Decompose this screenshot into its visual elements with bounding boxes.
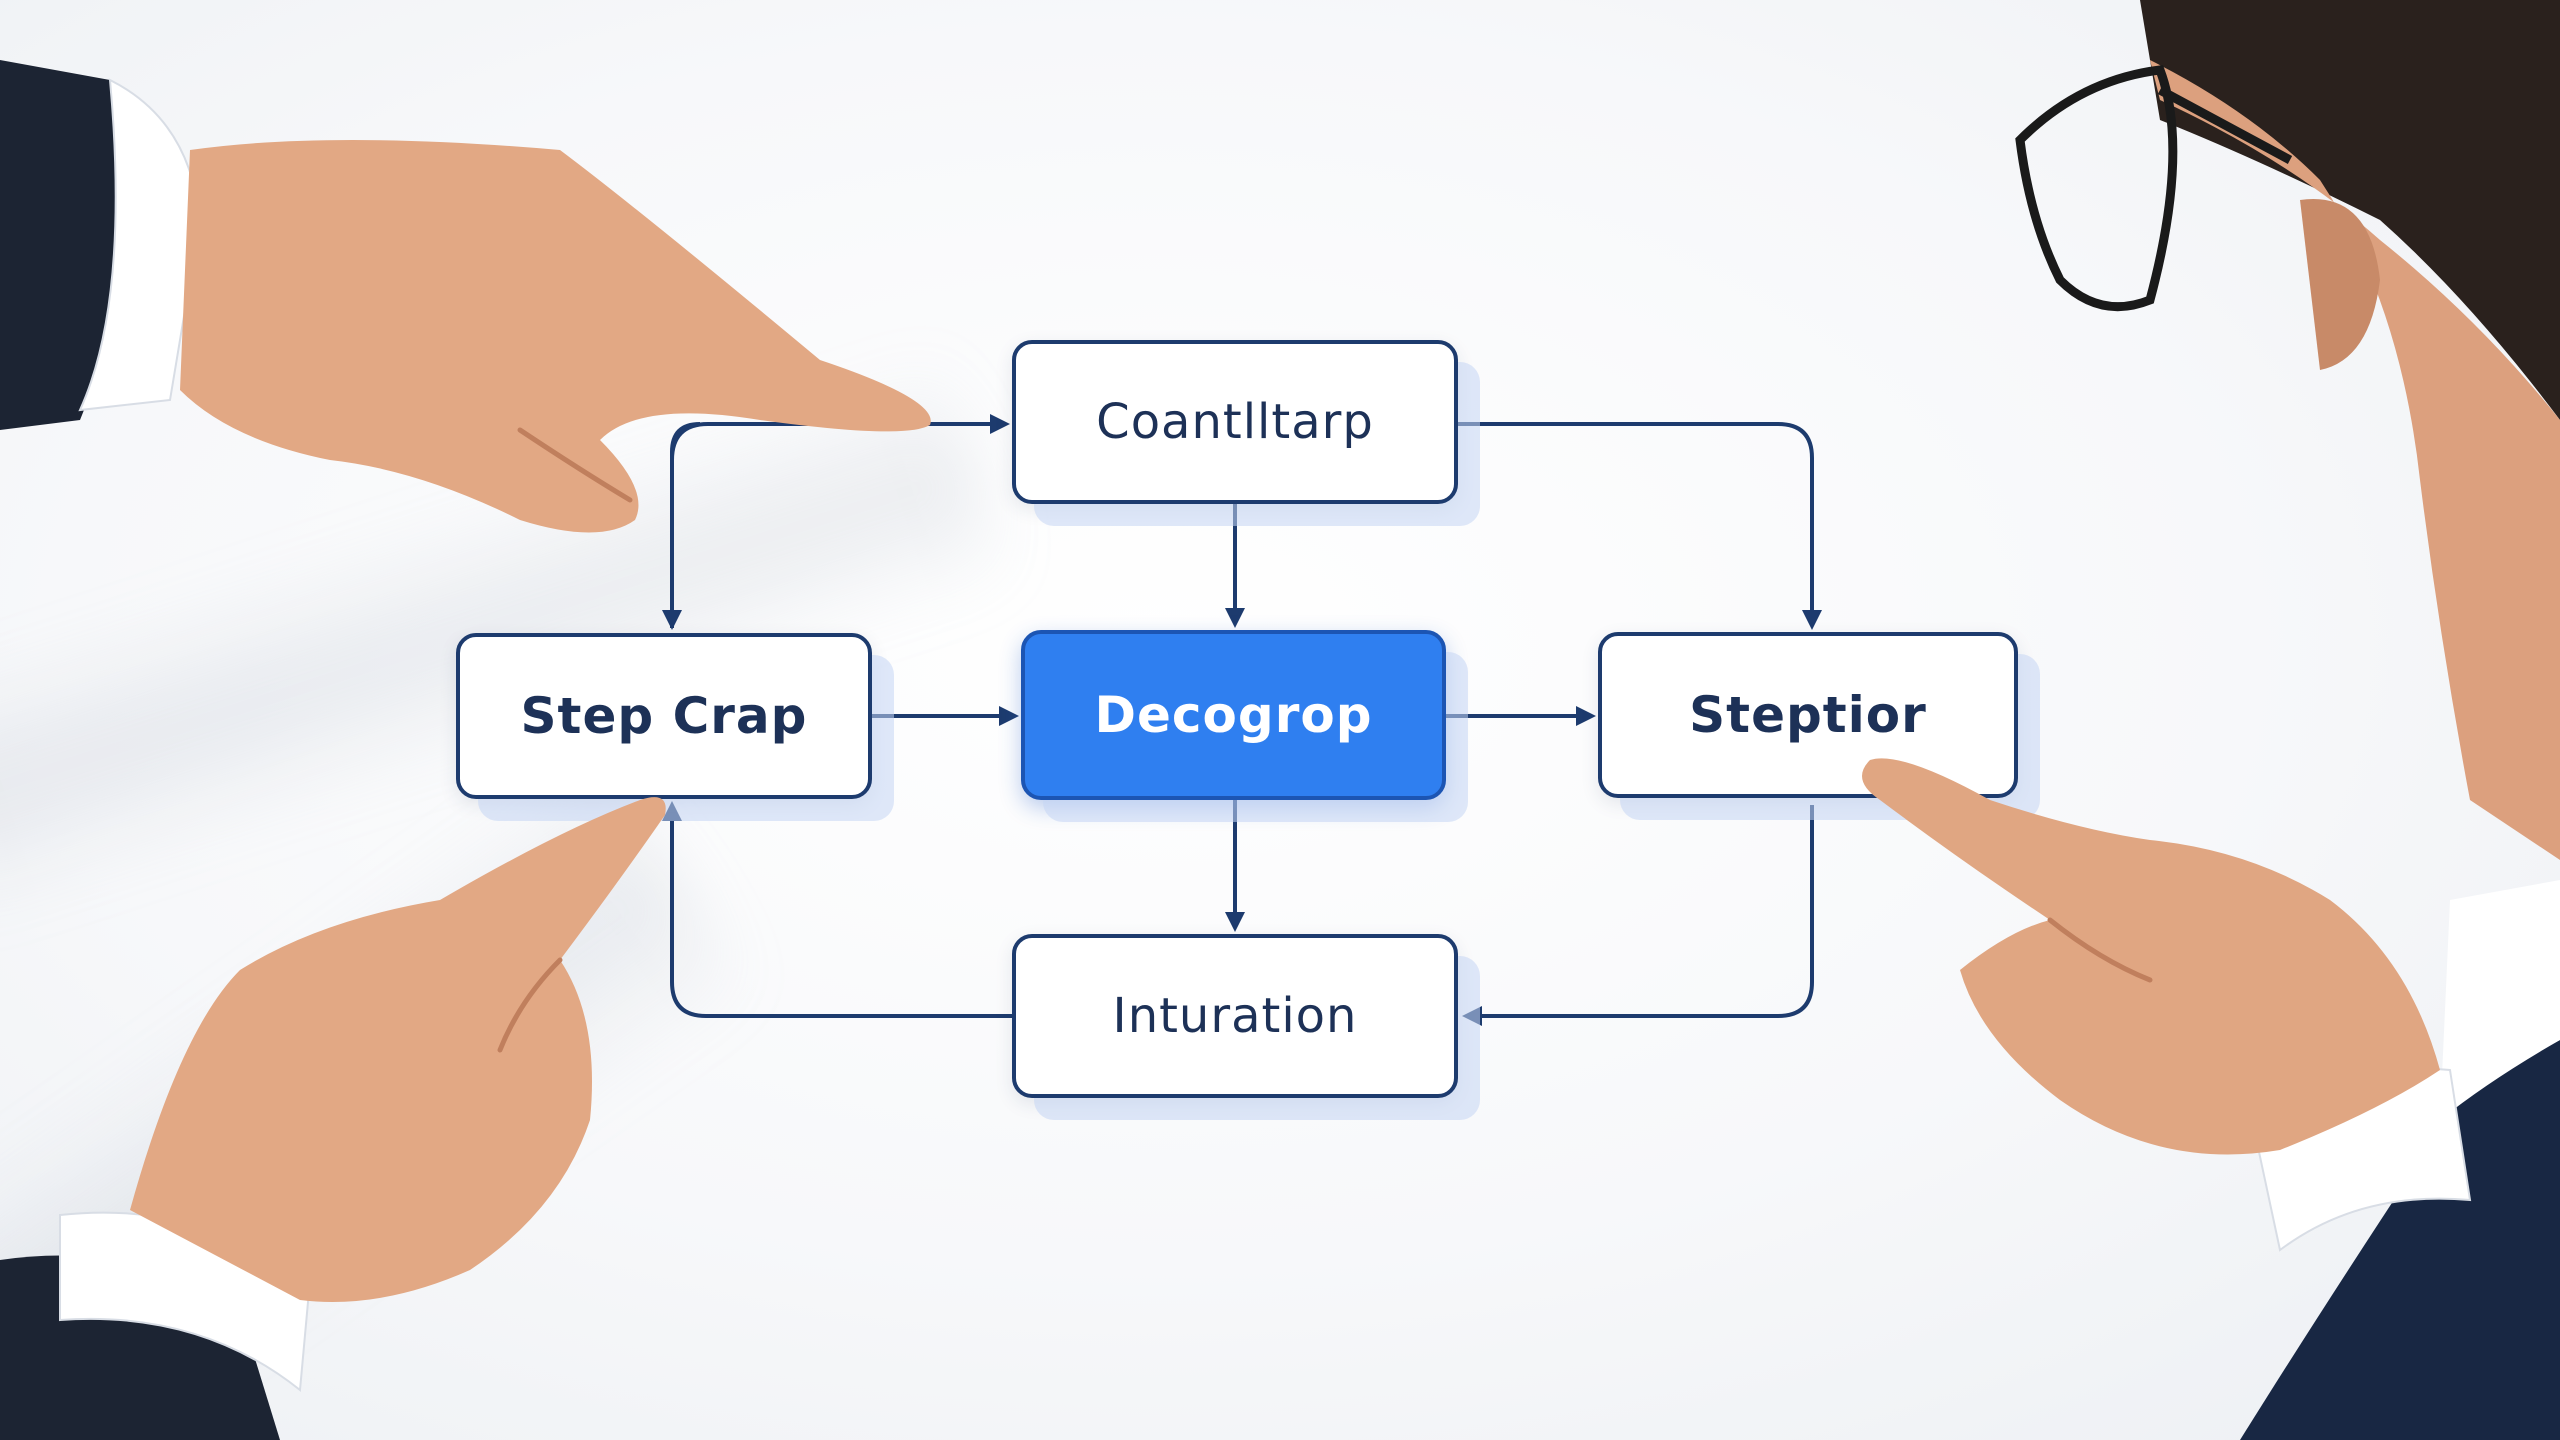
- right-person-knuckle-shade: [2047, 917, 2153, 983]
- top-left-cuff: [78, 78, 202, 412]
- flow-node-center-label: Decogrop: [1094, 686, 1373, 744]
- top-left-knuckle-shade: [517, 427, 633, 503]
- right-person-hair: [2140, 0, 2560, 420]
- flow-node-right-label: Steptior: [1689, 686, 1927, 744]
- flow-node-right[interactable]: Steptior: [1598, 632, 2018, 798]
- flow-node-bottom-label: Inturation: [1112, 988, 1358, 1044]
- glasses-icon: [2015, 65, 2293, 312]
- top-left-sleeve: [0, 60, 128, 430]
- arrow-right-to-bottom: [1462, 805, 1814, 1026]
- bottom-left-palm: [130, 797, 666, 1302]
- flow-node-left[interactable]: Step Crap: [456, 633, 872, 799]
- flow-node-top[interactable]: Coantlltarp: [1012, 340, 1458, 504]
- flow-node-bottom[interactable]: Inturation: [1012, 934, 1458, 1098]
- flow-node-center[interactable]: Decogrop: [1021, 630, 1446, 800]
- right-person-face: [2150, 60, 2560, 860]
- flow-node-top-label: Coantlltarp: [1096, 394, 1374, 450]
- right-person-jacket: [2240, 1040, 2560, 1440]
- top-left-palm: [180, 140, 931, 533]
- top-left-hand: [0, 60, 931, 533]
- right-person-palm: [1862, 758, 2440, 1155]
- flow-node-left-label: Step Crap: [520, 687, 808, 745]
- arrow-bottom-to-left: [662, 801, 1012, 1018]
- right-person-ear: [2300, 199, 2380, 370]
- arrow-top-loop-to-left: [662, 422, 701, 630]
- arrow-top-to-right: [1458, 422, 1822, 630]
- right-person-shirt: [2440, 880, 2560, 1120]
- right-person: [1862, 0, 2560, 1440]
- bottom-left-hand: [0, 797, 666, 1440]
- bottom-left-finger-shade: [497, 957, 563, 1053]
